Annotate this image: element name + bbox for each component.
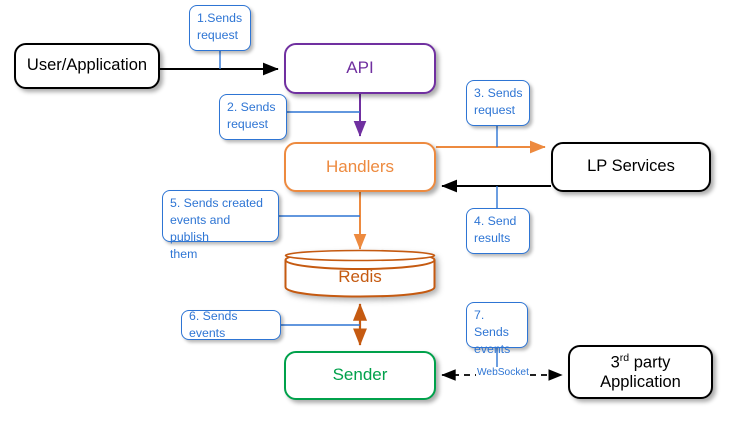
node-lp-services[interactable]: LP Services: [551, 142, 711, 192]
callout-3-line-2: request: [474, 102, 516, 117]
callout-7-line-2: events: [474, 341, 511, 356]
node-third-party-application[interactable]: 3rd party Application: [568, 345, 713, 399]
node-sender[interactable]: Sender: [284, 351, 436, 400]
node-api-label: API: [346, 58, 374, 78]
third-party-line-2: Application: [600, 372, 681, 391]
callout-2-line-1: 2. Sends: [227, 100, 276, 114]
callout-6-sends-events[interactable]: 6. Sends events: [181, 309, 281, 340]
callout-1-line-2: request: [197, 27, 239, 42]
node-user-application[interactable]: User/Application: [14, 43, 160, 89]
callout-5-sends-created-events[interactable]: 5. Sends created events and publish them: [162, 190, 279, 261]
callout-3-line-1: 3. Sends: [474, 86, 523, 100]
callout-4-line-2: results: [474, 230, 511, 245]
third-party-ordinal-number: 3: [610, 353, 620, 372]
callout-3-sends-request[interactable]: 3. Sends request: [466, 80, 530, 126]
node-handlers-label: Handlers: [325, 156, 395, 176]
node-redis-label: Redis: [338, 266, 382, 286]
node-user-application-label: User/Application: [26, 56, 148, 75]
callout-4-line-1: 4. Send: [474, 214, 517, 228]
third-party-line-1: 3rd party: [600, 352, 681, 373]
websocket-edge-label: WebSocket: [476, 367, 530, 378]
node-api[interactable]: API: [284, 43, 436, 94]
callout-6-text: 6. Sends events: [189, 309, 238, 340]
callout-7-sends-events[interactable]: 7. Sends events: [466, 302, 528, 356]
node-sender-label: Sender: [332, 365, 388, 385]
node-lp-services-label: LP Services: [587, 157, 675, 176]
node-handlers[interactable]: Handlers: [284, 142, 436, 192]
callout-4-send-results[interactable]: 4. Send results: [466, 208, 530, 254]
callout-1-line-1: 1.Sends: [197, 11, 243, 25]
third-party-ordinal-suffix: rd: [619, 351, 630, 364]
third-party-party-word: party: [629, 353, 671, 372]
node-redis-datastore[interactable]: Redis: [284, 249, 436, 298]
callout-2-sends-request[interactable]: 2. Sends request: [219, 94, 287, 140]
callout-2-line-2: request: [227, 116, 269, 131]
callout-5-line-2: events and publish: [170, 212, 231, 244]
callout-7-line-1: 7. Sends: [474, 308, 509, 339]
callout-5-line-1: 5. Sends created: [170, 196, 263, 210]
cylinder-icon: [284, 249, 436, 298]
callout-5-line-3: them: [170, 246, 198, 261]
callout-1-sends-request[interactable]: 1.Sends request: [189, 5, 251, 51]
node-third-party-application-label: 3rd party Application: [600, 352, 681, 392]
